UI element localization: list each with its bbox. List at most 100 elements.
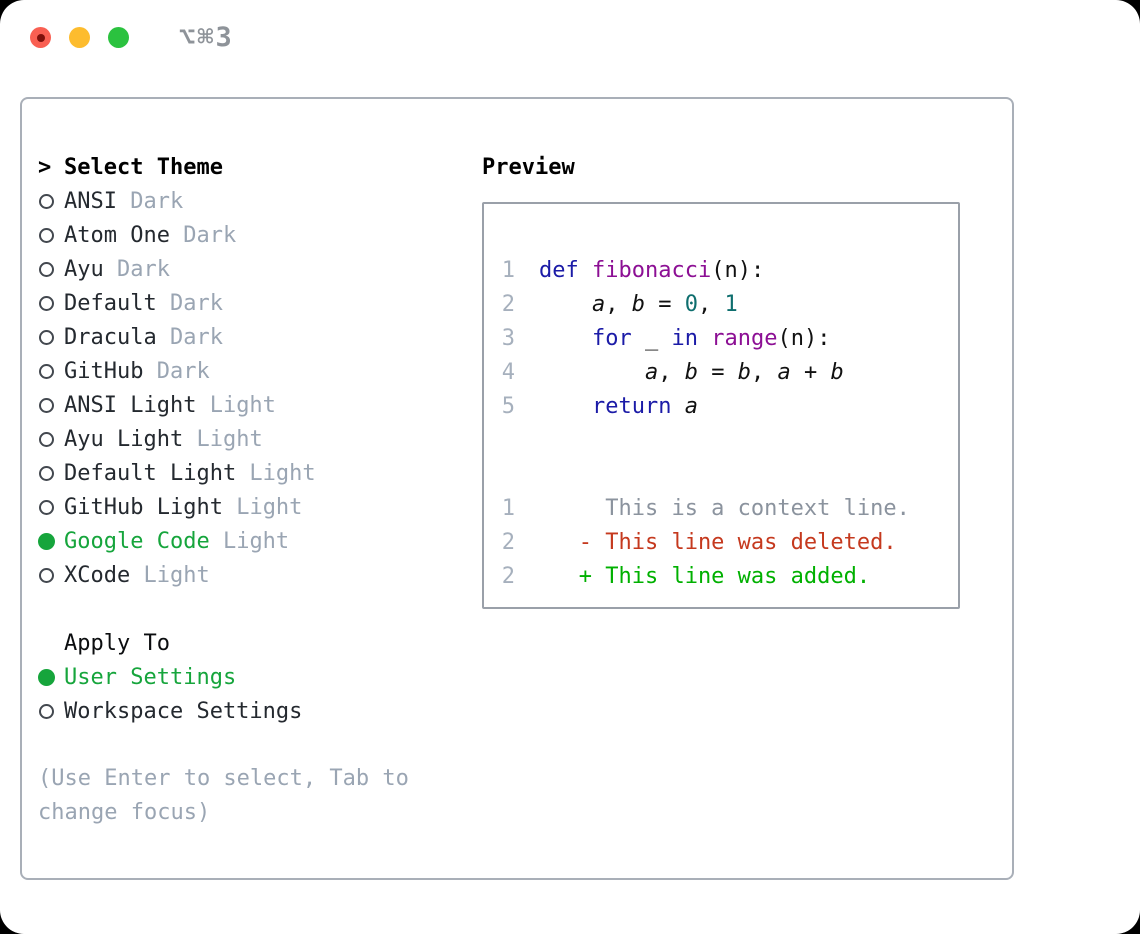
theme-name: Atom One [64,222,170,248]
theme-name: Ayu [64,256,104,282]
bullet-column [38,567,64,583]
theme-variant: Dark [143,358,210,384]
theme-item-ansi-light[interactable]: ANSI Light Light [38,388,482,422]
code-segment-variable: a [644,359,659,385]
theme-item-google-code[interactable]: Google Code Light [38,524,482,558]
code-segment-variable: b [631,291,645,317]
code-segment-plain: , [605,291,632,317]
code-segment-variable: b [684,359,698,385]
radio-selected-icon [38,668,55,686]
theme-variant: Dark [116,188,184,214]
radio-unselected-icon [39,363,54,379]
theme-item-default-light[interactable]: Default Light Light [38,456,482,490]
minimize-button[interactable] [69,27,90,48]
code-segment-variable: a [591,291,606,317]
theme-item-xcode[interactable]: XCode Light [38,558,482,592]
theme-item-ayu[interactable]: Ayu Dark [38,252,482,286]
theme-variant: Dark [156,290,223,316]
theme-item-dracula[interactable]: Dracula Dark [38,320,482,354]
diff-text: This is a context line. [539,495,910,521]
bullet-column [38,295,64,311]
code-text: return a [539,394,698,419]
radio-unselected-icon [39,261,54,277]
code-segment-plain [539,326,592,351]
code-segment-plain: (n): [711,257,765,283]
code-segment-plain [671,394,684,419]
preview-gap [501,423,958,491]
code-text: a, b = b, a + b [539,360,844,385]
theme-variant: Light [183,426,263,452]
diff-line-added: 2 + This line was added. [501,559,958,593]
bullet-column [38,193,64,209]
code-segment-keyword: in [671,325,698,351]
theme-item-ayu-light[interactable]: Ayu Light Light [38,422,482,456]
theme-name: Default [64,290,157,316]
theme-variant: Dark [156,324,223,350]
code-segment-plain: _ [631,325,672,351]
radio-unselected-icon [39,397,54,413]
code-line: 2 a, b = 0, 1 [501,287,958,321]
code-line: 5 return a [501,389,958,423]
list-gap [38,592,482,626]
theme-name: GitHub [64,358,144,384]
code-segment-keyword: def [539,257,579,283]
window-titlebar: ⌥⌘3 [0,0,1140,75]
code-segment-plain: , [750,359,778,385]
close-button[interactable] [30,27,51,48]
radio-unselected-icon [39,295,54,311]
radio-unselected-icon [39,499,54,515]
bullet-column [38,261,64,277]
code-segment-keyword: return [591,393,672,419]
apply-option-user-settings[interactable]: User Settings [38,660,482,694]
theme-name: XCode [64,562,131,588]
maximize-button[interactable] [108,27,129,48]
theme-variant: Light [130,562,210,588]
code-line: 3 for _ in range(n): [501,321,958,355]
theme-name: ANSI Light [64,392,197,418]
code-line: 4 a, b = b, a + b [501,355,958,389]
bullet-column [38,363,64,379]
line-number: 5 [501,393,515,419]
radio-unselected-icon [39,227,54,243]
cursor-prefix: > [38,154,52,180]
line-number: 4 [501,359,515,385]
line-number: 2 [501,291,515,317]
theme-item-atom-one[interactable]: Atom One Dark [38,218,482,252]
theme-item-default[interactable]: Default Dark [38,286,482,320]
apply-option-workspace-settings[interactable]: Workspace Settings [38,694,482,728]
radio-unselected-icon [39,193,54,209]
radio-selected-icon [38,532,55,550]
code-segment-plain: (n): [777,325,831,351]
bullet-column [38,532,64,550]
code-segment-plain [698,326,711,351]
line-number: 3 [501,325,515,351]
code-segment-plain: , [697,291,725,317]
bullet-column [38,668,64,686]
diff-text: + This line was added. [539,563,871,589]
code-segment-function: range [711,325,778,351]
select-theme-title: Select Theme [64,154,223,180]
radio-unselected-icon [39,703,54,719]
apply-to-header-row: Apply To [38,626,482,660]
apply-option-label: Workspace Settings [64,698,303,724]
theme-variant: Light [222,494,303,520]
theme-item-ansi[interactable]: ANSI Dark [38,184,482,218]
code-text: for _ in range(n): [539,326,830,351]
theme-variant: Dark [103,256,170,282]
theme-variant: Light [196,392,276,418]
theme-item-github-light[interactable]: GitHub Light Light [38,490,482,524]
theme-name: Dracula [64,324,157,350]
diff-text: - This line was deleted. [539,529,897,555]
bullet-column [38,703,64,719]
code-segment-variable: b [830,359,844,385]
radio-unselected-icon [39,567,54,583]
bullet-column [38,431,64,447]
line-number: 1 [501,257,515,283]
code-text: def fibonacci(n): [539,258,764,283]
code-segment-function: fibonacci [592,257,712,283]
code-segment-plain: = [697,359,738,385]
theme-item-github[interactable]: GitHub Dark [38,354,482,388]
